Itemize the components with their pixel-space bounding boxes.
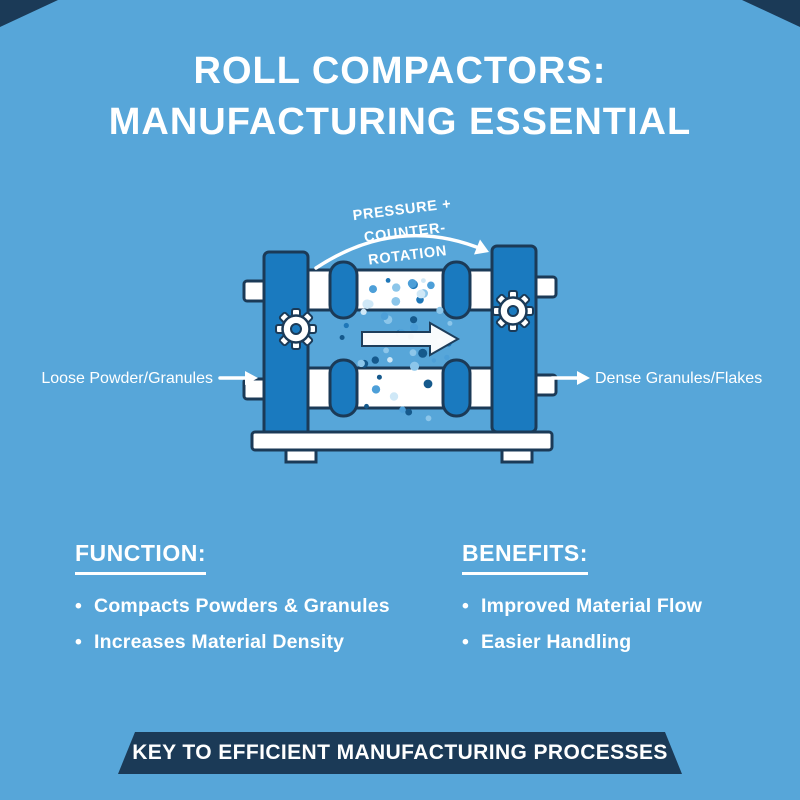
benefit-item: Easier Handling [462, 631, 702, 654]
bottom-roller-right-cap [441, 358, 472, 418]
output-arrow-icon [550, 371, 590, 385]
gear-icon [492, 290, 534, 332]
benefits-heading: BENEFITS: [462, 540, 588, 575]
bottom-roller-left-cap [328, 358, 359, 418]
right-post [490, 244, 538, 434]
flow-arrow-icon [361, 321, 461, 357]
footer-banner: KEY TO EFFICIENT MANUFACTURING PROCESSES [118, 732, 682, 774]
top-roller-left-cap [328, 260, 359, 320]
machine-frame [242, 244, 558, 464]
function-heading: FUNCTION: [75, 540, 206, 575]
function-item: Increases Material Density [75, 631, 390, 654]
title-line-2: MANUFACTURING ESSENTIAL [108, 101, 692, 143]
page-title: ROLL COMPACTORS: MANUFACTURING ESSENTIAL [0, 46, 800, 148]
base-foot-right [500, 448, 534, 464]
benefits-list: Improved Material Flow Easier Handling [462, 595, 702, 654]
gear-icon [275, 308, 317, 350]
title-line-1: ROLL COMPACTORS: [193, 50, 607, 92]
function-item: Compacts Powders & Granules [75, 595, 390, 618]
input-material-label: Loose Powder/Granules [41, 370, 213, 387]
benefits-section: BENEFITS: Improved Material Flow Easier … [462, 540, 702, 667]
machine-base [250, 430, 554, 452]
input-arrow-icon [218, 371, 258, 385]
function-list: Compacts Powders & Granules Increases Ma… [75, 595, 390, 654]
base-foot-left [284, 448, 318, 464]
function-section: FUNCTION: Compacts Powders & Granules In… [75, 540, 390, 667]
output-material-label: Dense Granules/Flakes [595, 370, 763, 387]
footer-banner-text: KEY TO EFFICIENT MANUFACTURING PROCESSES [132, 741, 668, 764]
rotation-arrow-icon [314, 233, 489, 270]
top-roller-right-cap [441, 260, 472, 320]
benefit-item: Improved Material Flow [462, 595, 702, 618]
